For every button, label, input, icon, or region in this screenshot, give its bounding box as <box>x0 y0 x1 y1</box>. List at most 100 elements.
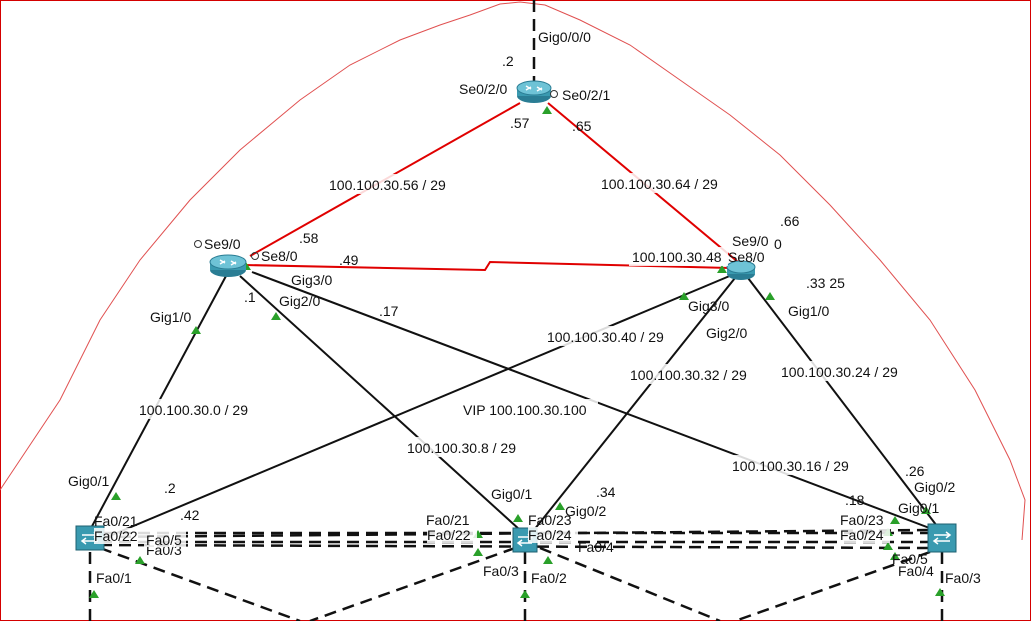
port-label: Se9/0 <box>732 233 769 249</box>
port-label: Gig0/2 <box>565 503 606 519</box>
port-label: Gig1/0 <box>150 309 191 325</box>
vip-label: VIP 100.100.30.100 <box>463 402 587 418</box>
port-label: Fa0/3 <box>945 570 981 586</box>
isp-router[interactable] <box>516 80 552 103</box>
status-up-icon <box>935 588 945 596</box>
port-label: Fa0/22 <box>94 528 138 544</box>
serial-link-r1-r2[interactable] <box>244 260 731 272</box>
port-label: Gig2/0 <box>279 293 320 309</box>
port-label: Fa0/24 <box>840 527 884 543</box>
status-up-icon <box>513 514 523 522</box>
port-label: Fa0/23 <box>840 512 884 528</box>
link-r2-sw3[interactable] <box>747 277 941 531</box>
subnet-label: 100.100.30.16 / 29 <box>732 458 849 474</box>
port-label: Se0/2/0 <box>459 81 507 97</box>
subnet-label: 100.100.30.32 / 29 <box>630 367 747 383</box>
status-up-icon <box>271 312 281 320</box>
port-label: Fa0/23 <box>528 512 572 528</box>
address-label: .49 <box>339 252 359 268</box>
link-sw2-down-left[interactable] <box>309 546 516 621</box>
address-label: .42 <box>180 507 200 523</box>
subnet-label: 100.100.30.64 / 29 <box>601 176 718 192</box>
link-r1-sw2[interactable] <box>239 275 521 531</box>
status-up-icon <box>135 556 145 564</box>
port-label: Gig3/0 <box>291 272 332 288</box>
address-label: .33 25 <box>806 275 845 291</box>
status-up-icon <box>543 556 553 564</box>
link-sw3-down-left[interactable] <box>734 550 931 621</box>
port-label: Gig0/1 <box>491 486 532 502</box>
status-up-icon <box>765 292 775 300</box>
link-status-markers <box>89 106 945 598</box>
address-label: .57 <box>510 115 530 131</box>
port-label: Gig1/0 <box>788 303 829 319</box>
address-label: .17 <box>379 303 399 319</box>
status-up-icon <box>883 542 893 550</box>
address-label: .58 <box>299 230 319 246</box>
address-label: .2 <box>502 53 514 69</box>
port-label: Fa0/2 <box>531 570 567 586</box>
subnet-label: 100.100.30.24 / 29 <box>781 364 898 380</box>
status-up-icon <box>555 502 565 510</box>
switch-sw3[interactable] <box>927 523 957 553</box>
status-up-icon <box>520 590 530 598</box>
address-label: .2 <box>164 480 176 496</box>
port-label: Se0/2/1 <box>562 87 610 103</box>
status-up-icon <box>473 548 483 556</box>
subnet-label: 100.100.30.0 / 29 <box>139 402 248 418</box>
address-label: .65 <box>572 118 592 134</box>
port-label: Se8/0 <box>728 249 765 265</box>
link-r2-sw1[interactable] <box>99 274 733 541</box>
status-up-icon <box>890 552 900 560</box>
port-label: Se9/0 <box>204 236 241 252</box>
port-label: Fa0/22 <box>427 527 471 543</box>
address-label: .26 <box>905 463 925 479</box>
subnet-label: 100.100.30.8 / 29 <box>407 440 516 456</box>
status-up-icon <box>921 506 931 514</box>
port-label: Fa0/1 <box>96 570 132 586</box>
port-label: Fa0/3 <box>483 563 519 579</box>
port-label: Fa0/24 <box>528 527 572 543</box>
port-label: Gig0/2 <box>914 479 955 495</box>
port-label: Gig3/0 <box>688 298 729 314</box>
address-label: 0 <box>774 236 782 252</box>
address-label: .18 <box>845 492 865 508</box>
link-sw2-down-right[interactable] <box>539 546 721 621</box>
ethernet-links <box>89 271 941 541</box>
labels: Gig0/0/0 .2 Se0/2/0 Se0/2/1 .57 .65 100.… <box>68 29 981 586</box>
port-label: Fa0/4 <box>578 539 614 555</box>
status-up-icon <box>111 492 121 500</box>
status-up-icon <box>717 265 727 273</box>
subnet-label: 100.100.30.40 / 29 <box>547 329 664 345</box>
router-r2[interactable] <box>726 260 756 280</box>
cloud-boundary <box>0 1 1026 541</box>
port-label: Fa0/4 <box>898 563 934 579</box>
clock-icon <box>194 90 558 260</box>
port-label: Gig2/0 <box>706 325 747 341</box>
link-sw1-down-right[interactable] <box>99 546 301 621</box>
link-r2-sw2[interactable] <box>529 277 736 536</box>
router-r1[interactable] <box>209 254 247 277</box>
status-up-icon <box>191 326 201 334</box>
port-label: Gig0/1 <box>898 500 939 516</box>
port-label: Gig0/1 <box>68 473 109 489</box>
switch-icon <box>927 523 957 553</box>
subnet-label: 100.100.30.48 <box>632 249 722 265</box>
link-sw1-sw3-b[interactable] <box>99 543 931 550</box>
address-label: .1 <box>244 289 256 305</box>
address-label: .66 <box>780 213 800 229</box>
port-label: Gig0/0/0 <box>538 29 591 45</box>
port-label: Fa0/21 <box>426 512 470 528</box>
subnet-label: 100.100.30.56 / 29 <box>329 177 446 193</box>
port-label: Se8/0 <box>261 248 298 264</box>
status-up-icon <box>542 106 552 114</box>
port-label: Fa0/5 <box>146 532 182 548</box>
port-label: Fa0/5 <box>892 551 928 567</box>
link-sw1-sw3-a[interactable] <box>99 528 931 539</box>
status-up-icon <box>89 590 99 598</box>
port-label: Fa0/21 <box>94 513 138 529</box>
status-up-icon <box>679 292 689 300</box>
status-up-icon <box>890 516 900 524</box>
address-label: .34 <box>596 484 616 500</box>
